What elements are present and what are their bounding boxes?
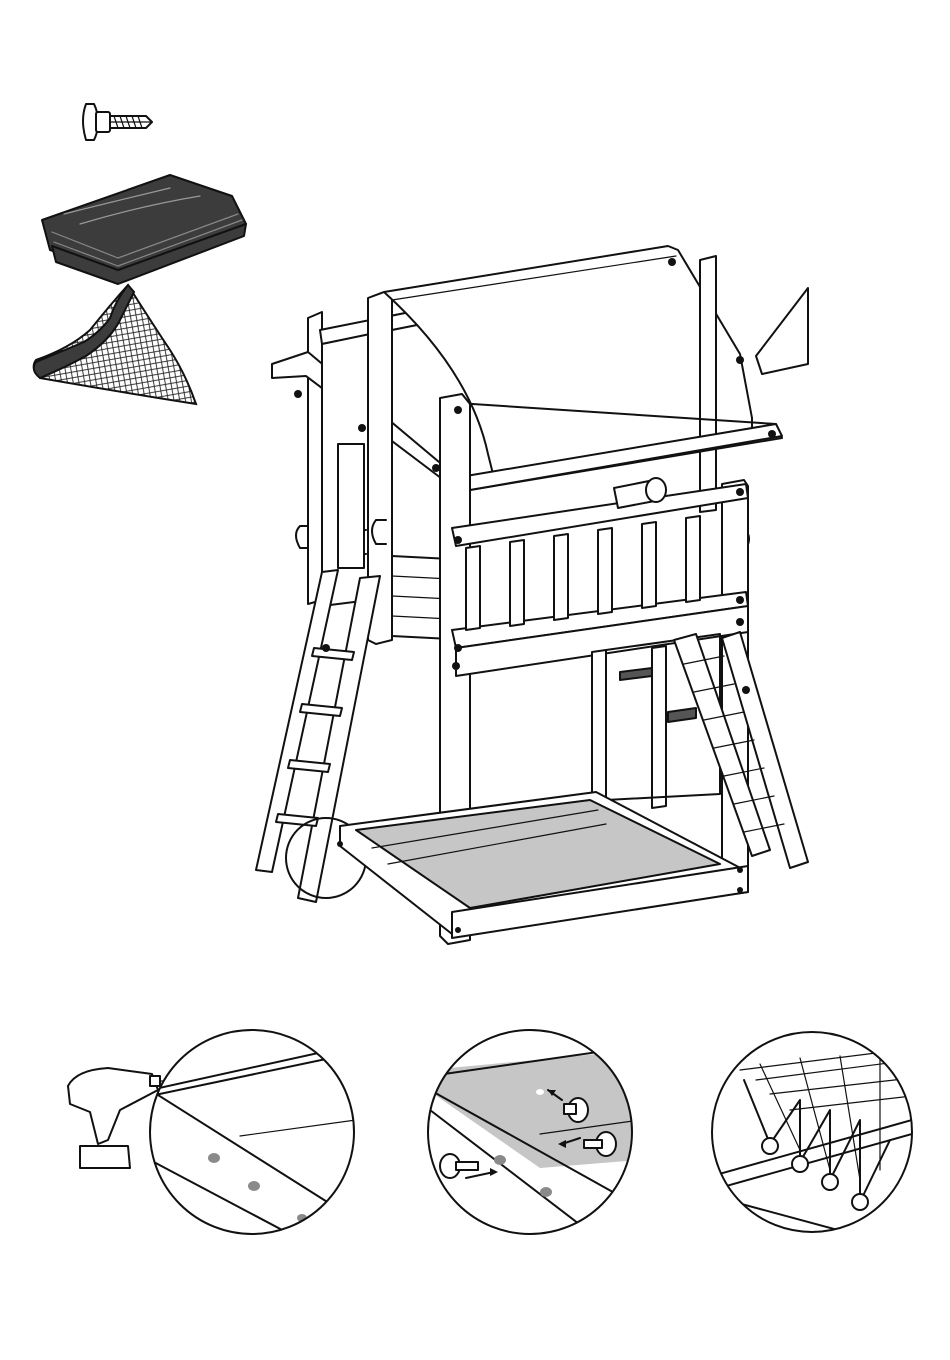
insert-pins-detail (428, 1030, 640, 1240)
playhouse-tower-assembly (256, 246, 808, 944)
folded-ground-cloth-icon (42, 175, 246, 284)
drill-holes-detail (68, 1030, 360, 1250)
triangular-net-icon (34, 285, 196, 404)
net-attached-detail (712, 1032, 912, 1236)
push-pin-fastener-icon (83, 104, 152, 140)
